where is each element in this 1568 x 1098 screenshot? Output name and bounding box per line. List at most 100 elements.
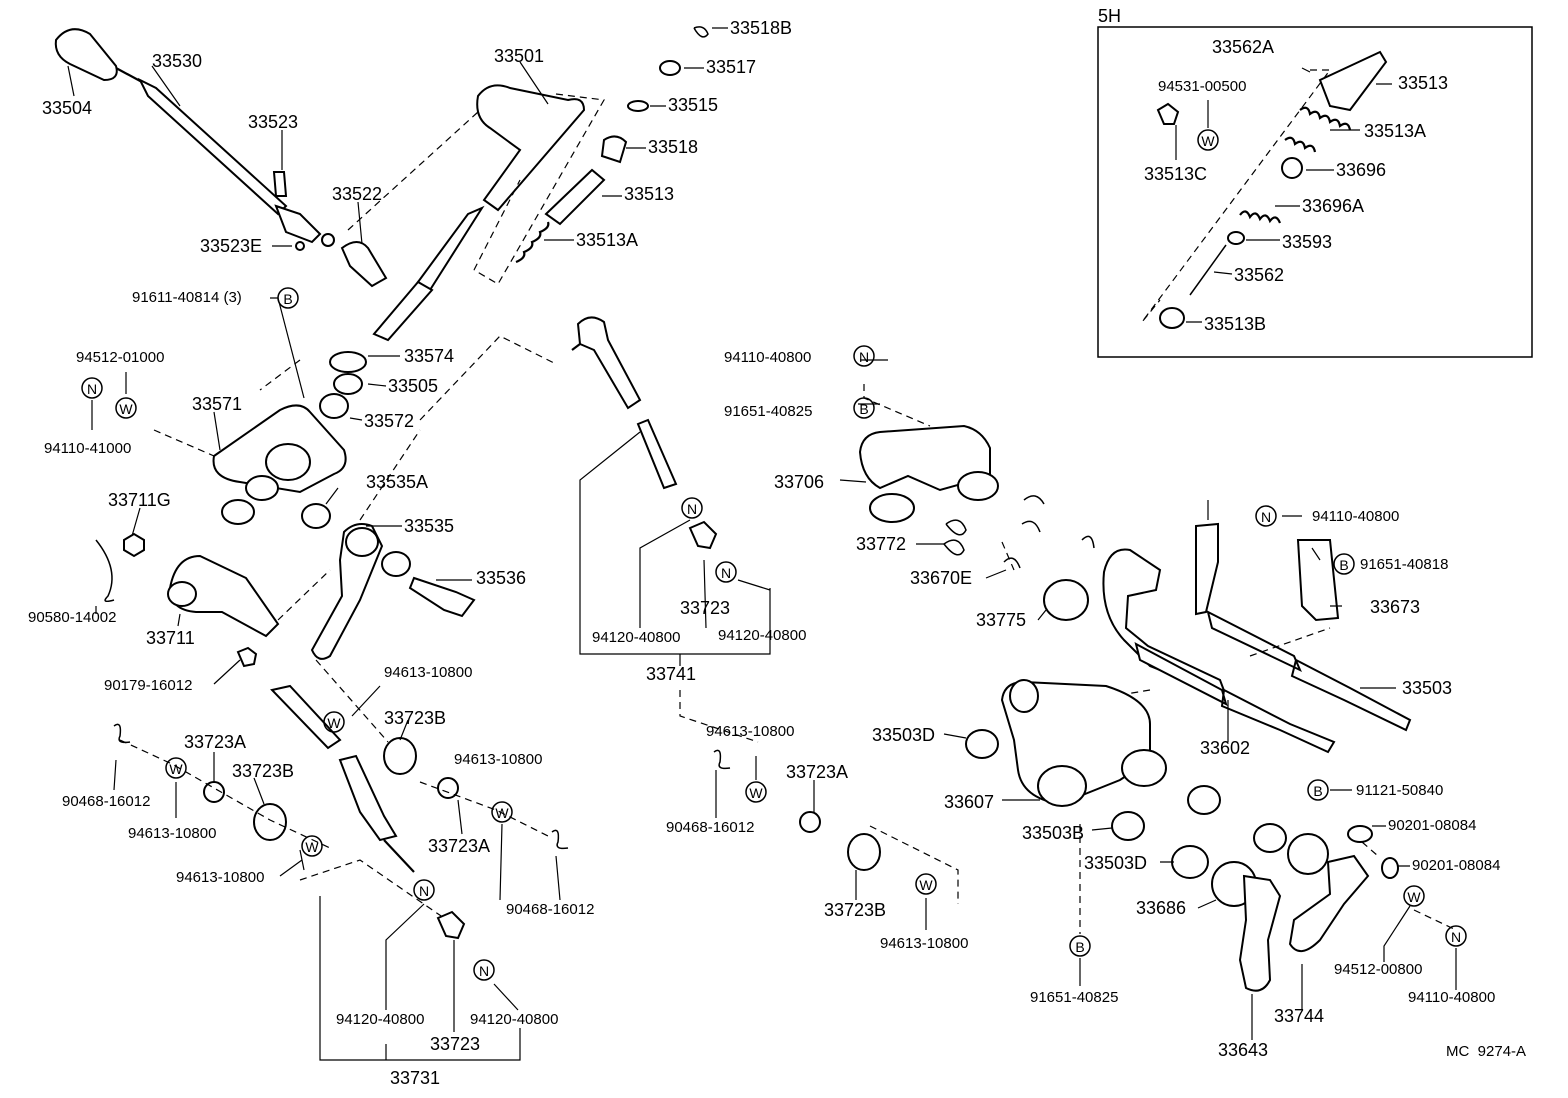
label-94120-40800-a: 94120-40800	[336, 1011, 424, 1028]
part-33535	[310, 523, 384, 660]
part-33530-lever	[137, 77, 288, 216]
part-33643	[1238, 874, 1282, 992]
diagram-code: MC 9274-A	[1446, 1043, 1526, 1060]
label-33741: 33741	[646, 664, 696, 684]
part-33535A	[301, 503, 331, 529]
part-33518	[600, 135, 628, 164]
symbol-w-f: W	[915, 873, 937, 895]
svg-text:N: N	[721, 565, 731, 581]
label-33744: 33744	[1274, 1006, 1324, 1026]
part-33574	[329, 351, 367, 373]
part-33706	[858, 424, 991, 492]
part-33501	[476, 84, 586, 212]
label-33503: 33503	[1402, 678, 1452, 698]
part-33562	[1189, 244, 1227, 296]
label-33775: 33775	[976, 610, 1026, 630]
label-91651-40825-a: 91651-40825	[724, 403, 812, 420]
part-33523-pin	[272, 171, 288, 197]
label-33731: 33731	[390, 1068, 440, 1088]
part-33673	[1296, 539, 1340, 622]
label-33706: 33706	[774, 472, 824, 492]
symbol-w-b: W	[165, 757, 187, 779]
part-33723B-a	[383, 737, 417, 775]
part-90580-14002	[95, 539, 115, 603]
svg-text:B: B	[859, 401, 868, 417]
symbol-n-e: N	[853, 345, 875, 367]
part-33517	[659, 60, 681, 76]
part-33503D-b	[1171, 845, 1209, 879]
label-33670E: 33670E	[910, 568, 972, 588]
label-94110-40800-a: 94110-40800	[724, 349, 811, 366]
symbol-n-f: N	[1255, 505, 1277, 527]
symbol-w-g: W	[1403, 885, 1425, 907]
label-90468-16012-c: 90468-16012	[666, 819, 754, 836]
part-33711G	[123, 532, 145, 558]
svg-text:W: W	[1407, 889, 1421, 905]
label-90179-16012: 90179-16012	[104, 677, 192, 694]
label-94613-10800-e: 94613-10800	[706, 723, 794, 740]
label-33513B: 33513B	[1204, 314, 1266, 334]
label-94110-40800-b: 94110-40800	[1312, 508, 1399, 525]
symbol-n-a: N	[413, 879, 435, 901]
label-94110-40800-c: 94110-40800	[1408, 989, 1495, 1006]
retainer-group: 94512-01000 N W 94110-41000 33571 33574 …	[44, 346, 454, 525]
part-33607	[1000, 680, 1151, 806]
label-90201-08084-b: 90201-08084	[1412, 857, 1500, 874]
label-91651-40818: 91651-40818	[1360, 556, 1448, 573]
label-90580-14002: 90580-14002	[28, 609, 116, 626]
part-33731-rod-a	[270, 684, 342, 750]
label-33593: 33593	[1282, 232, 1332, 252]
part-33772-clips	[943, 495, 1095, 569]
part-33518B	[693, 26, 709, 38]
svg-text:N: N	[87, 381, 97, 397]
symbol-w-c: W	[301, 835, 323, 857]
label-33723B-c: 33723B	[824, 900, 886, 920]
part-33775	[1043, 579, 1089, 621]
label-91121-50840: 91121-50840	[1356, 782, 1443, 799]
label-94512-01000: 94512-01000	[76, 349, 164, 366]
svg-text:N: N	[1451, 929, 1461, 945]
label-33523: 33523	[248, 112, 298, 132]
bracket-33711-group: 33711G 90580-14002 33711 90179-16012	[28, 490, 331, 694]
label-33723A-b: 33723A	[428, 836, 490, 856]
shift-lever-group: 33504 33530 33523 33522 33523E 91611-408…	[42, 28, 388, 399]
part-33536	[408, 576, 476, 618]
label-94120-40800-d: 94120-40800	[718, 627, 806, 644]
label-33723B-a: 33723B	[384, 708, 446, 728]
svg-text:N: N	[419, 883, 429, 899]
label-33515: 33515	[668, 95, 718, 115]
part-33513A	[515, 221, 550, 264]
label-33522: 33522	[332, 184, 382, 204]
label-33518: 33518	[648, 137, 698, 157]
label-33530: 33530	[152, 51, 202, 71]
label-90468-16012-b: 90468-16012	[506, 901, 594, 918]
inset-frame	[1097, 26, 1533, 358]
symbol-n-g: N	[1445, 925, 1467, 947]
label-33513-inset: 33513	[1398, 73, 1448, 93]
label-33513A-inset: 33513A	[1364, 121, 1426, 141]
label-94613-10800-b: 94613-10800	[128, 825, 216, 842]
svg-text:W: W	[119, 401, 133, 417]
label-33686: 33686	[1136, 898, 1186, 918]
label-33574: 33574	[404, 346, 454, 366]
label-33711G: 33711G	[108, 490, 171, 510]
part-33513B	[1159, 307, 1185, 329]
label-33723-b: 33723	[680, 598, 730, 618]
label-94613-10800-d: 94613-10800	[454, 751, 542, 768]
inset-title: 5H	[1098, 6, 1121, 26]
symbol-n-d: N	[715, 561, 737, 583]
label-33503D-a: 33503D	[872, 725, 935, 745]
part-90468-16012-a	[113, 723, 131, 744]
link-33741-group: N N 33723 94120-40800 94120-40800 33741	[359, 316, 806, 684]
label-33602: 33602	[1200, 738, 1250, 758]
symbol-w-d: W	[491, 801, 513, 823]
part-90468-16012-c	[713, 749, 731, 770]
part-90201-08084-b	[1381, 857, 1399, 879]
symbol-b-91611: B	[277, 287, 299, 309]
label-33723B-b: 33723B	[232, 761, 294, 781]
label-94110-41000: 94110-41000	[44, 440, 131, 457]
label-33711: 33711	[146, 628, 195, 648]
label-33513C: 33513C	[1144, 164, 1207, 184]
part-33513-inset	[1318, 50, 1388, 112]
